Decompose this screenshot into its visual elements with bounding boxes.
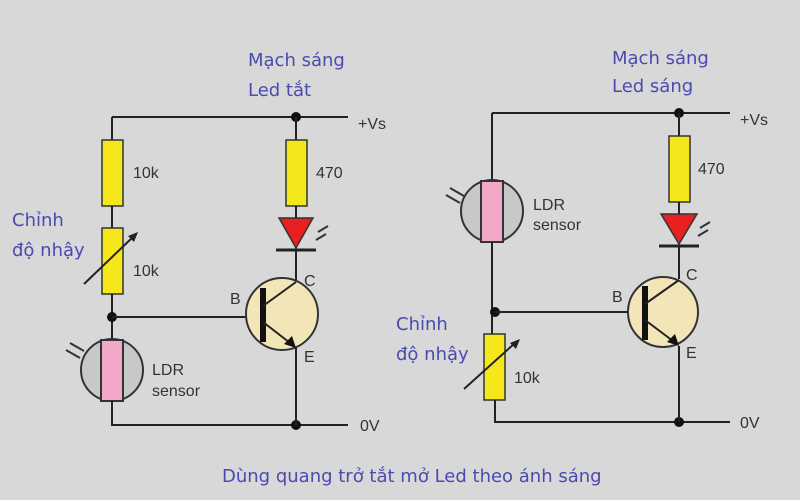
left-resistor-label: 10k <box>133 165 160 182</box>
right-led-light-icon <box>697 221 711 237</box>
left-led-light-icon <box>315 225 329 241</box>
right-ldr <box>445 179 524 243</box>
left-pot-label: 10k <box>133 263 160 280</box>
right-pot-arrowhead <box>510 339 520 349</box>
right-pot-caption-1: Chỉnh <box>396 314 448 335</box>
left-emitter-label: E <box>304 349 315 366</box>
right-emitter-label: E <box>686 345 697 362</box>
right-pot-caption-2: độ nhậy <box>396 344 469 365</box>
left-light-arrows-icon <box>65 342 85 359</box>
right-transistor <box>627 276 699 348</box>
right-title-line2: Led sáng <box>612 76 693 97</box>
diagram-caption: Dùng quang trở tắt mở Led theo ánh sáng <box>222 466 602 487</box>
left-title-line2: Led tắt <box>248 80 311 101</box>
left-ground-rail <box>111 401 348 426</box>
left-collector-label: C <box>304 273 316 290</box>
left-transistor <box>245 277 319 351</box>
left-led-resistor-label: 470 <box>316 165 343 182</box>
left-ldr-label-2: sensor <box>152 383 201 400</box>
left-led-resistor <box>285 139 308 207</box>
right-pot-arrow <box>463 342 516 390</box>
right-collector-label: C <box>686 267 698 284</box>
left-potentiometer <box>101 227 124 295</box>
left-pot-caption-2: độ nhậy <box>12 240 85 261</box>
left-base-label: B <box>230 291 241 308</box>
left-ground-label: 0V <box>360 418 380 435</box>
left-supply-label: +Vs <box>358 116 386 133</box>
right-supply-label: +Vs <box>740 112 768 129</box>
left-resistor-10k <box>101 139 124 207</box>
left-led-icon <box>277 217 315 250</box>
right-base-label: B <box>612 289 623 306</box>
left-title-line1: Mạch sáng <box>248 50 345 71</box>
right-led-resistor-label: 470 <box>698 161 725 178</box>
left-pot-arrowhead <box>128 232 138 242</box>
left-pot-caption-1: Chỉnh <box>12 210 64 231</box>
right-light-arrows-icon <box>445 187 465 204</box>
right-ground-label: 0V <box>740 415 760 432</box>
right-circuit: Mạch sáng Led sáng +Vs LDR sensor 10k Ch… <box>396 48 768 432</box>
left-pot-arrow <box>83 235 135 285</box>
left-circuit: Mạch sáng Led tắt +Vs 10k 10k Chỉnh độ n… <box>12 50 386 435</box>
right-led-resistor <box>668 135 691 203</box>
right-pot-label: 10k <box>514 370 541 387</box>
left-ldr-label-1: LDR <box>152 362 184 379</box>
left-ldr <box>65 338 144 402</box>
right-ground-rail <box>494 400 730 423</box>
right-ldr-label-1: LDR <box>533 197 565 214</box>
right-ldr-label-2: sensor <box>533 217 582 234</box>
right-title-line1: Mạch sáng <box>612 48 709 69</box>
right-led-icon <box>659 213 699 246</box>
